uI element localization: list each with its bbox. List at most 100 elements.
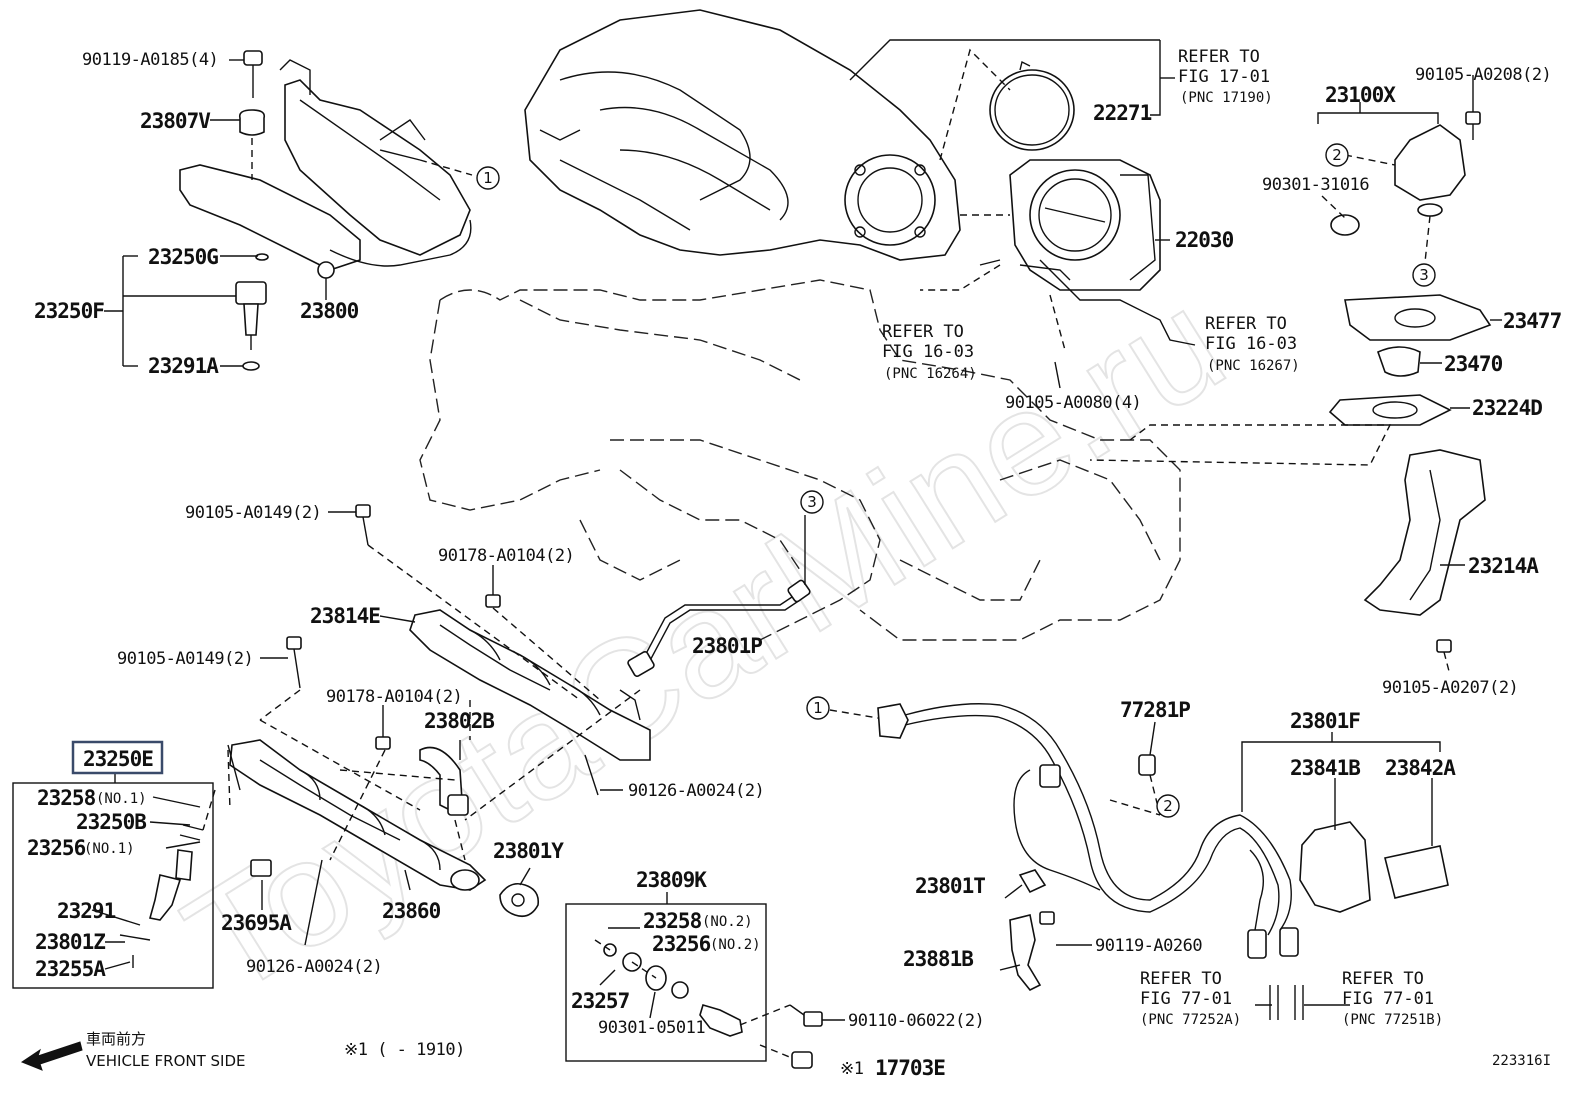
part-23695a: 23695A	[221, 911, 292, 935]
part-23256-no2-tag: (NO.2)	[710, 937, 761, 953]
part-90105-a0149-left: 90105-A0149(2)	[117, 649, 253, 669]
reference-notes: REFER TO FIG 17-01 (PNC 17190) REFER TO …	[882, 47, 1443, 1028]
part-17703e: 17703E	[875, 1056, 945, 1080]
part-23258-no2: 23258	[643, 909, 702, 933]
vehicle-front-en: VEHICLE FRONT SIDE	[86, 1052, 246, 1070]
part-22271: 22271	[1093, 101, 1152, 125]
footer: 車両前方 VEHICLE FRONT SIDE ※1 ( - 1910) 223…	[20, 1030, 1551, 1071]
part-23477: 23477	[1503, 309, 1562, 333]
ref-17-line3: (PNC 17190)	[1180, 90, 1273, 106]
part-90105-a0149-top: 90105-A0149(2)	[185, 503, 321, 523]
part-23100x: 23100X	[1325, 83, 1396, 107]
callout-2-upper: 2	[1332, 146, 1342, 164]
gasket-22271	[989, 60, 1075, 151]
wiring-harness	[877, 703, 1449, 1020]
gasket-23801y	[499, 882, 540, 918]
part-90119-a0185: 90119-A0185(4)	[82, 50, 218, 70]
throttle-body	[1009, 159, 1161, 291]
figure-code: 223316I	[1492, 1053, 1551, 1069]
part-90110-06022: 90110-06022(2)	[848, 1011, 984, 1031]
front-direction-arrow-icon	[20, 1041, 83, 1071]
ref-77b-line2: FIG 77-01	[1342, 989, 1434, 1009]
part-23841b: 23841B	[1290, 756, 1360, 780]
part-23250f: 23250F	[34, 299, 104, 323]
part-23807v: 23807V	[140, 109, 211, 133]
ref-77a-line3: (PNC 77252A)	[1140, 1012, 1241, 1028]
part-23256-no1: 23256	[27, 836, 86, 860]
part-23258-no2-tag: (NO.2)	[702, 914, 753, 930]
part-23258-no1-tag: (NO.1)	[96, 791, 147, 807]
part-23257: 23257	[571, 989, 630, 1013]
part-23860: 23860	[382, 899, 441, 923]
part-23224d: 23224D	[1472, 396, 1542, 420]
ref-16a-line1: REFER TO	[882, 322, 964, 342]
ref-16b-line2: FIG 16-03	[1205, 334, 1297, 354]
part-23258-no1: 23258	[37, 786, 96, 810]
part-90105-a0080: 90105-A0080(4)	[1005, 393, 1141, 413]
part-90178-a0104-mid: 90178-A0104(2)	[326, 687, 462, 707]
part-23291a: 23291A	[148, 354, 219, 378]
part-23250g: 23250G	[148, 245, 218, 269]
ref-77a-line1: REFER TO	[1140, 969, 1222, 989]
middle-fuel-rail	[355, 504, 651, 796]
injector-upper	[235, 253, 269, 371]
ref-16b-line3: (PNC 16267)	[1207, 358, 1300, 374]
part-23256-no1-tag: (NO.1)	[84, 841, 135, 857]
part-23881b: 23881B	[903, 947, 973, 971]
injector-kit-box	[12, 782, 214, 989]
part-90105-a0208: 90105-A0208(2)	[1415, 65, 1551, 85]
bottom-bolts	[789, 1004, 823, 1069]
engine-block-outline	[419, 279, 1181, 641]
part-23801p: 23801P	[692, 634, 762, 658]
part-90126-a0024-right: 90126-A0024(2)	[628, 781, 764, 801]
part-90119-a0260: 90119-A0260	[1095, 936, 1202, 956]
part-22030: 22030	[1175, 228, 1234, 252]
part-23809k: 23809K	[636, 868, 707, 892]
part-23255a: 23255A	[35, 957, 106, 981]
part-23842a: 23842A	[1385, 756, 1456, 780]
ref-17-line2: FIG 17-01	[1178, 67, 1270, 87]
part-labels: 90119-A0185(4) 23807V 23250G 23250F 2380…	[27, 50, 1563, 1080]
part-90105-a0207: 90105-A0207(2)	[1382, 678, 1518, 698]
callout-3-upper: 3	[1419, 266, 1429, 284]
part-23256-no2: 23256	[652, 932, 711, 956]
intake-manifold	[524, 9, 961, 261]
part-90301-05011: 90301-05011	[598, 1018, 705, 1038]
fuel-pipe-23801p	[627, 579, 811, 677]
callout-markers: 1 2 3 3 1 2	[476, 143, 1436, 818]
ref-17-line1: REFER TO	[1178, 47, 1260, 67]
vehicle-front-jp: 車両前方	[86, 1030, 146, 1048]
callout-1-lower: 1	[813, 699, 823, 717]
part-90178-a0104-top: 90178-A0104(2)	[438, 546, 574, 566]
part-23250b: 23250B	[76, 810, 146, 834]
pump-bracket	[1363, 449, 1486, 653]
part-23250e: 23250E	[83, 747, 153, 771]
callout-2-lower: 2	[1163, 797, 1173, 815]
upper-fuel-rail	[179, 50, 472, 279]
ref-77b-line1: REFER TO	[1342, 969, 1424, 989]
part-23470: 23470	[1444, 352, 1503, 376]
callout-3-lower: 3	[807, 493, 817, 511]
part-23814e: 23814E	[310, 604, 380, 628]
part-23291: 23291	[57, 899, 116, 923]
ref-16a-line3: (PNC 16264)	[884, 366, 977, 382]
part-23250e-box	[71, 740, 164, 775]
ref-16a-line2: FIG 16-03	[882, 342, 974, 362]
ref-16b-line1: REFER TO	[1205, 314, 1287, 334]
part-23801t: 23801T	[915, 874, 985, 898]
fuel-pump-group	[1328, 111, 1492, 426]
ref-77a-line2: FIG 77-01	[1140, 989, 1232, 1009]
part-23214a: 23214A	[1468, 554, 1539, 578]
part-90301-31016: 90301-31016	[1262, 175, 1369, 195]
part-23802b: 23802B	[424, 709, 494, 733]
sensor-kit-box	[565, 903, 767, 1062]
callout-1-upper: 1	[483, 169, 493, 187]
part-23800: 23800	[300, 299, 359, 323]
part-23801y: 23801Y	[493, 839, 564, 863]
part-77281p: 77281P	[1120, 698, 1190, 722]
applicability-note: ※1 ( - 1910)	[344, 1040, 465, 1060]
part-90126-a0024-bottom: 90126-A0024(2)	[246, 957, 382, 977]
part-23801f: 23801F	[1290, 709, 1360, 733]
part-17703e-mark: ※1	[840, 1059, 864, 1079]
